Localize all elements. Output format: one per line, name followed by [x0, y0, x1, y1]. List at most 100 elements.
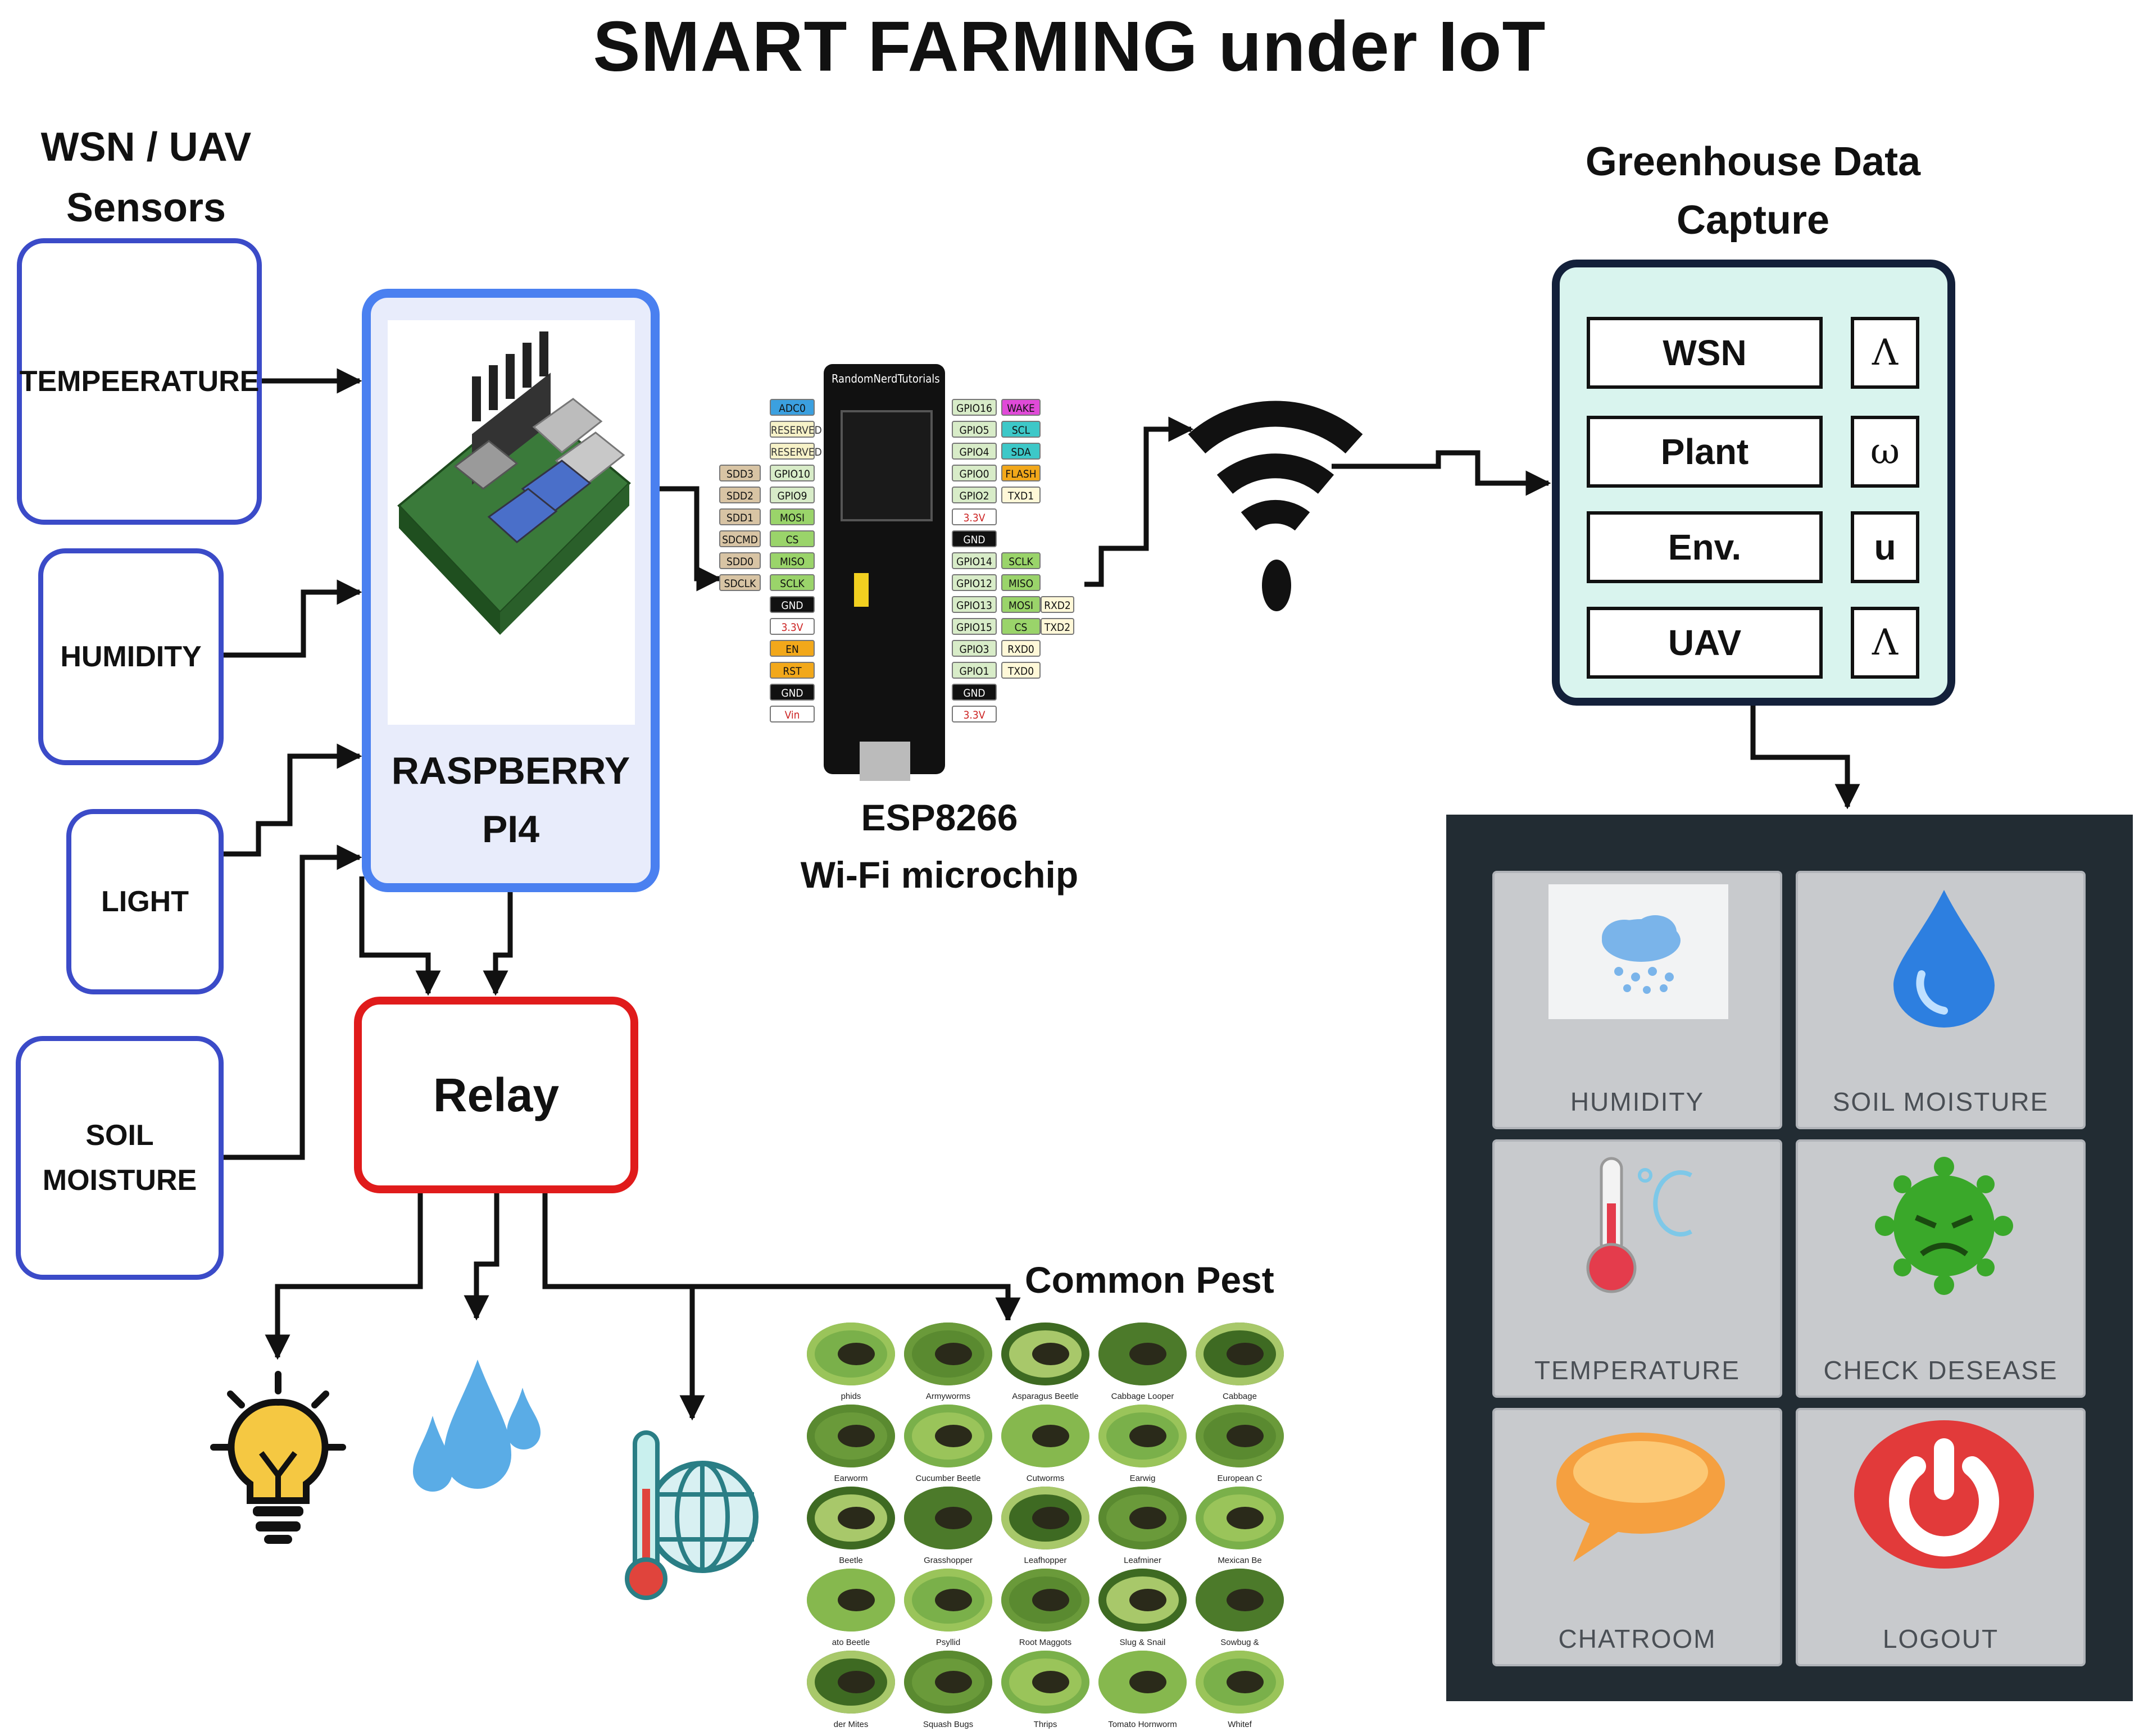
greenhouse-header-line1: Greenhouse Data [1585, 139, 1921, 184]
pest-shape [1032, 1343, 1069, 1365]
pest-photo [1196, 1651, 1284, 1714]
esp-pin-label: GPIO16 [952, 399, 997, 416]
app-tile-temperature-label: TEMPERATURE [1534, 1356, 1741, 1385]
app-tile-humidity[interactable]: HUMIDITY [1492, 871, 1782, 1129]
pest-label: Slug & Snail [1119, 1638, 1166, 1647]
pest-photo [807, 1487, 895, 1549]
pest-shape [1227, 1425, 1264, 1447]
pest-shape [1129, 1425, 1166, 1447]
sensor-temperature-label: TEMPEERATURE [19, 365, 260, 398]
common-pest-header: Common Pest [1025, 1259, 1274, 1301]
app-tile-check-desease[interactable]: CHECK DESEASE [1796, 1139, 2086, 1398]
esp-pin-label: SDA [1001, 443, 1041, 460]
esp-pin-label: 3.3V [952, 508, 997, 525]
esp-pin-label: SCLK [1001, 552, 1041, 569]
pest-photo [1098, 1323, 1187, 1385]
esp-pin-label: SDD3 [719, 465, 761, 481]
esp-pin-label: GPIO1 [952, 662, 997, 679]
pest-label: Thrips [1033, 1720, 1057, 1729]
esp-pin-label: RST [770, 662, 815, 679]
esp-pin-label: SDD2 [719, 487, 761, 503]
pest-label: ato Beetle [832, 1638, 870, 1647]
pest-photo [1098, 1569, 1187, 1632]
pest-item: Whitef [1191, 1648, 1288, 1730]
pest-label: Leafhopper [1024, 1556, 1067, 1565]
sensors-header-line1: WSN / UAV [40, 125, 252, 170]
esp-pin-label: ADC0 [770, 399, 815, 416]
app-tile-check-desease-label: CHECK DESEASE [1823, 1356, 2058, 1385]
pest-shape [838, 1507, 875, 1529]
pest-item: Cabbage [1191, 1320, 1288, 1402]
esp-pin-label: GND [770, 596, 815, 613]
esp-pin-label: SDCMD [719, 530, 761, 547]
pest-item: Thrips [997, 1648, 1094, 1730]
sensor-temperature: TEMPEERATURE [17, 238, 262, 525]
pest-photo [1098, 1405, 1187, 1467]
relay-box: Relay [354, 997, 638, 1193]
sensor-humidity-label: HUMIDITY [60, 640, 202, 673]
pest-item: Cabbage Looper [1094, 1320, 1191, 1402]
pest-shape [1129, 1507, 1166, 1529]
gh-row-plant: Plant [1587, 416, 1823, 488]
pest-item: Sowbug & [1191, 1566, 1288, 1648]
greenhouse-header: Greenhouse Data Capture [1562, 133, 1944, 249]
esp-pin-label: TXD1 [1001, 487, 1041, 503]
app-tile-chatroom[interactable]: CHATROOM [1492, 1408, 1782, 1666]
pest-shape [935, 1589, 972, 1611]
pest-label: Earwig [1129, 1474, 1156, 1483]
app-tile-logout[interactable]: LOGOUT [1796, 1408, 2086, 1666]
app-tile-soil-moisture[interactable]: SOIL MOISTURE [1796, 871, 2086, 1129]
esp-pin-label: CS [770, 530, 815, 547]
esp-pin-label: RXD0 [1001, 640, 1041, 657]
esp-pin-label: GPIO3 [952, 640, 997, 657]
pest-label: Whitef [1228, 1720, 1252, 1729]
app-tile-logout-label: LOGOUT [1882, 1624, 1999, 1653]
pest-label: Leafminer [1124, 1556, 1161, 1565]
pest-item: Slug & Snail [1094, 1566, 1191, 1648]
esp8266-label-line1: ESP8266 [861, 797, 1018, 838]
esp8266-brand: RandomNerdTutorials [832, 372, 940, 385]
pest-shape [1032, 1425, 1069, 1447]
esp-pin-label: RESERVED [770, 421, 822, 438]
pest-item: der Mites [802, 1648, 900, 1730]
pest-item: phids [802, 1320, 900, 1402]
gh-symbol-uav: Λ [1851, 607, 1919, 679]
sensors-header: WSN / UAV Sensors [11, 117, 281, 238]
app-tile-temperature[interactable]: TEMPERATURE [1492, 1139, 1782, 1398]
thermometer-icon [1586, 1157, 1692, 1293]
esp-pin-label: GPIO13 [952, 596, 997, 613]
pest-item: Beetle [802, 1484, 900, 1566]
pest-item: Armyworms [900, 1320, 997, 1402]
pest-item: ato Beetle [802, 1566, 900, 1648]
pest-label: Root Maggots [1019, 1638, 1072, 1647]
pest-label: Asparagus Beetle [1012, 1392, 1079, 1401]
esp8266-usb-port [860, 742, 910, 781]
pest-item: Psyllid [900, 1566, 997, 1648]
gh-symbol-plant: ω [1851, 416, 1919, 488]
esp-pin-label: GPIO9 [770, 487, 815, 503]
water-drops-icon [413, 1360, 541, 1492]
pest-item: Tomato Hornworm [1094, 1648, 1191, 1730]
esp-pin-label: SDCLK [719, 574, 761, 591]
pest-shape [1227, 1589, 1264, 1611]
mobile-app-screen: HUMIDITY SOIL MOISTURE TEMPERATURE [1446, 815, 2133, 1701]
pest-shape [1129, 1589, 1166, 1611]
pest-shape [1032, 1589, 1069, 1611]
gh-symbol-env: u [1851, 511, 1919, 583]
app-tile-soil-moisture-label: SOIL MOISTURE [1832, 1087, 2049, 1116]
pest-shape [935, 1671, 972, 1693]
esp8266-module [841, 410, 933, 521]
pest-label: Cabbage [1223, 1392, 1257, 1401]
pest-shape [935, 1507, 972, 1529]
raspberry-pi-label-line1: RASPBERRY [391, 749, 630, 792]
raspberry-pi-label: RASPBERRY PI4 [371, 742, 651, 858]
pest-item: Grasshopper [900, 1484, 997, 1566]
pest-photo [1001, 1323, 1089, 1385]
gh-row-env: Env. [1587, 511, 1823, 583]
pest-label: Grasshopper [924, 1556, 973, 1565]
rain-cloud-icon [1602, 915, 1681, 994]
esp-pin-label: GND [952, 684, 997, 701]
esp-pin-label: GPIO12 [952, 574, 997, 591]
